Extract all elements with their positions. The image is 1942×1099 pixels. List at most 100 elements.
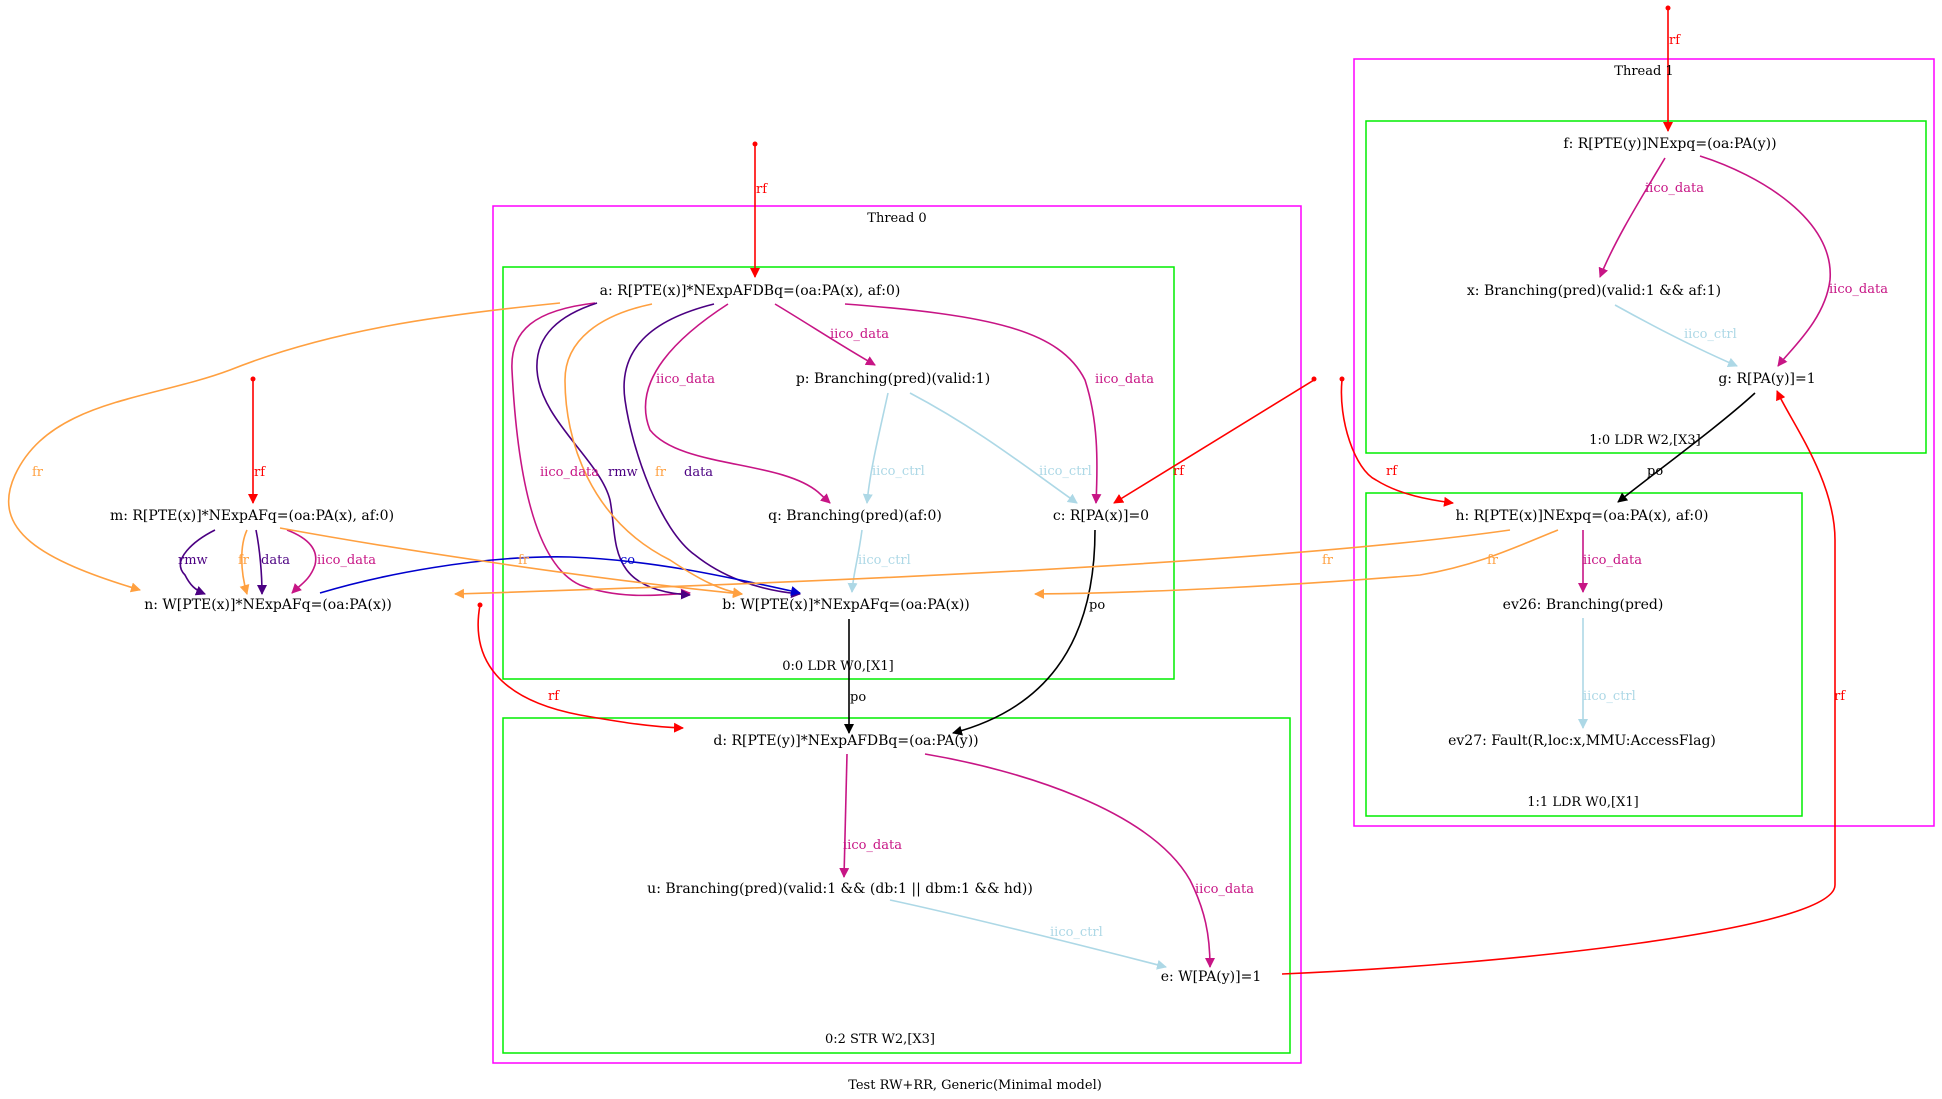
label-iico_data-a-q: iico_data — [656, 372, 715, 387]
edge-iico_ctrl-q-b — [847, 529, 863, 593]
edge-iico_ctrl-u-e — [889, 899, 1167, 970]
node-x: x: Branching(pred)(valid:1 && af:1) — [1467, 283, 1721, 299]
clusters — [492, 58, 1935, 1064]
edge-rf-init-d — [477, 604, 684, 733]
edge-rf-e-g — [1281, 390, 1836, 975]
instr-02-box — [502, 717, 1291, 1054]
edge-rmw-a-b — [536, 302, 691, 600]
node-n: n: W[PTE(x)]*NExpAFq=(oa:PA(x)) — [144, 597, 392, 613]
label-fr-a-n: fr — [32, 465, 44, 480]
label-iico_ctrl-ev26-ev27: iico_ctrl — [1583, 689, 1636, 704]
edge-iico_data-a-c — [844, 303, 1102, 504]
label-iico_ctrl-x-g: iico_ctrl — [1684, 327, 1737, 342]
thread1-box — [1353, 58, 1935, 827]
thread0-box — [492, 205, 1302, 1064]
node-f: f: R[PTE(y)]NExpq=(oa:PA(y)) — [1563, 136, 1776, 152]
edge-fr-a-n — [8, 302, 561, 593]
label-iico_data-h-ev26: iico_data — [1583, 553, 1642, 568]
edge-fr-h-n — [454, 529, 1511, 599]
edge-iico_data-a-q — [644, 303, 831, 504]
instr-00-label: 0:0 LDR W0,[X1] — [782, 659, 893, 674]
label-co-n-b: co — [620, 553, 635, 568]
label-data-m-n: data — [261, 553, 290, 568]
label-iico_data-a-c: iico_data — [1095, 372, 1154, 387]
init-dot-c — [1311, 376, 1317, 382]
edge-iico_ctrl-p-c — [909, 392, 1078, 504]
init-dots — [250, 5, 1671, 608]
label-iico_ctrl-u-e: iico_ctrl — [1050, 925, 1103, 940]
label-fr-h-b: fr — [1487, 553, 1499, 568]
node-ev26: ev26: Branching(pred) — [1503, 597, 1664, 613]
instr-11-label: 1:1 LDR W0,[X1] — [1527, 795, 1638, 810]
label-iico_data-d-u: iico_data — [843, 838, 902, 853]
edge-rmw-m-n — [179, 529, 216, 596]
edge-data-m-n — [255, 529, 267, 595]
label-rf-init-f: rf — [1669, 33, 1681, 48]
edge-data-a-b — [623, 303, 801, 599]
label-iico_ctrl-p-q: iico_ctrl — [872, 464, 925, 479]
label-rf-init-h: rf — [1386, 464, 1398, 479]
diagram-caption: Test RW+RR, Generic(Minimal model) — [848, 1078, 1102, 1093]
node-a: a: R[PTE(x)]*NExpAFDBq=(oa:PA(x), af:0) — [600, 283, 901, 299]
node-m: m: R[PTE(x)]*NExpAFq=(oa:PA(x), af:0) — [110, 508, 394, 524]
label-fr-m-b: fr — [518, 553, 530, 568]
edge-labels: rf rf rf rf rf rf rf po po po iico_data … — [32, 33, 1888, 940]
cluster-labels: Thread 0 Thread 1 0:0 LDR W0,[X1] 0:2 ST… — [782, 64, 1700, 1093]
init-dot-d — [477, 602, 483, 608]
edge-iico_ctrl-p-q — [862, 392, 889, 504]
edge-iico_ctrl-x-g — [1614, 304, 1738, 368]
init-dot-a — [752, 141, 758, 147]
edge-po-g-h — [1617, 392, 1756, 503]
edge-fr-h-b — [1034, 529, 1559, 599]
node-ev27: ev27: Fault(R,loc:x,MMU:AccessFlag) — [1448, 733, 1716, 749]
edge-rf-init-h — [1340, 379, 1454, 507]
label-po-b-d: po — [850, 690, 866, 705]
init-dot-f — [1665, 5, 1671, 11]
edges — [8, 8, 1836, 975]
label-data-a-b: data — [684, 465, 713, 480]
label-fr-m-n: fr — [238, 553, 250, 568]
label-iico_data-d-e: iico_data — [1195, 882, 1254, 897]
label-rf-e-g: rf — [1834, 689, 1846, 704]
edge-fr-a-b — [564, 303, 743, 598]
node-e: e: W[PA(y)]=1 — [1161, 969, 1261, 985]
node-h: h: R[PTE(x)]NExpq=(oa:PA(x), af:0) — [1456, 508, 1709, 524]
edge-iico_data-a-p — [774, 303, 876, 366]
init-dot-m — [250, 376, 256, 382]
edge-iico_data-m-n — [286, 529, 317, 594]
node-c: c: R[PA(x)]=0 — [1053, 508, 1149, 524]
nodes: a: R[PTE(x)]*NExpAFDBq=(oa:PA(x), af:0) … — [110, 136, 1816, 985]
label-iico_data-f-g: iico_data — [1829, 282, 1888, 297]
label-rmw-m-n: rmw — [178, 553, 208, 568]
label-iico_data-a-b: iico_data — [540, 465, 599, 480]
edge-iico_data-f-g — [1699, 155, 1831, 367]
thread0-label: Thread 0 — [867, 211, 926, 226]
edge-iico_data-a-b — [511, 302, 691, 599]
edge-iico_data-f-x — [1598, 157, 1666, 278]
edge-co-n-b — [319, 556, 801, 596]
instr-00-box — [502, 266, 1175, 680]
label-iico_data-a-p: iico_data — [830, 327, 889, 342]
label-rf-init-c: rf — [1173, 464, 1185, 479]
label-rf-init-m: rf — [254, 465, 266, 480]
instr-02-label: 0:2 STR W2,[X3] — [825, 1032, 935, 1047]
node-p: p: Branching(pred)(valid:1) — [796, 371, 990, 387]
label-iico_ctrl-p-c: iico_ctrl — [1039, 464, 1092, 479]
label-po-c-d: po — [1089, 598, 1105, 613]
node-g: g: R[PA(y)]=1 — [1718, 371, 1815, 387]
label-fr-a-b: fr — [655, 465, 667, 480]
label-rmw-a-b: rmw — [608, 465, 638, 480]
label-rf-init-a: rf — [756, 182, 768, 197]
label-iico_data-f-x: iico_data — [1645, 181, 1704, 196]
node-u: u: Branching(pred)(valid:1 && (db:1 || d… — [647, 881, 1033, 897]
label-rf-init-d: rf — [548, 689, 560, 704]
instr-10-label: 1:0 LDR W2,[X3] — [1589, 433, 1700, 448]
thread1-label: Thread 1 — [1614, 64, 1673, 79]
node-b: b: W[PTE(x)]*NExpAFq=(oa:PA(x)) — [722, 597, 970, 613]
node-q: q: Branching(pred)(af:0) — [768, 508, 942, 524]
edge-fr-m-n — [239, 529, 250, 595]
label-po-g-h: po — [1647, 464, 1663, 479]
label-fr-h-n: fr — [1322, 553, 1334, 568]
node-d: d: R[PTE(y)]*NExpAFDBq=(oa:PA(y)) — [713, 733, 978, 749]
